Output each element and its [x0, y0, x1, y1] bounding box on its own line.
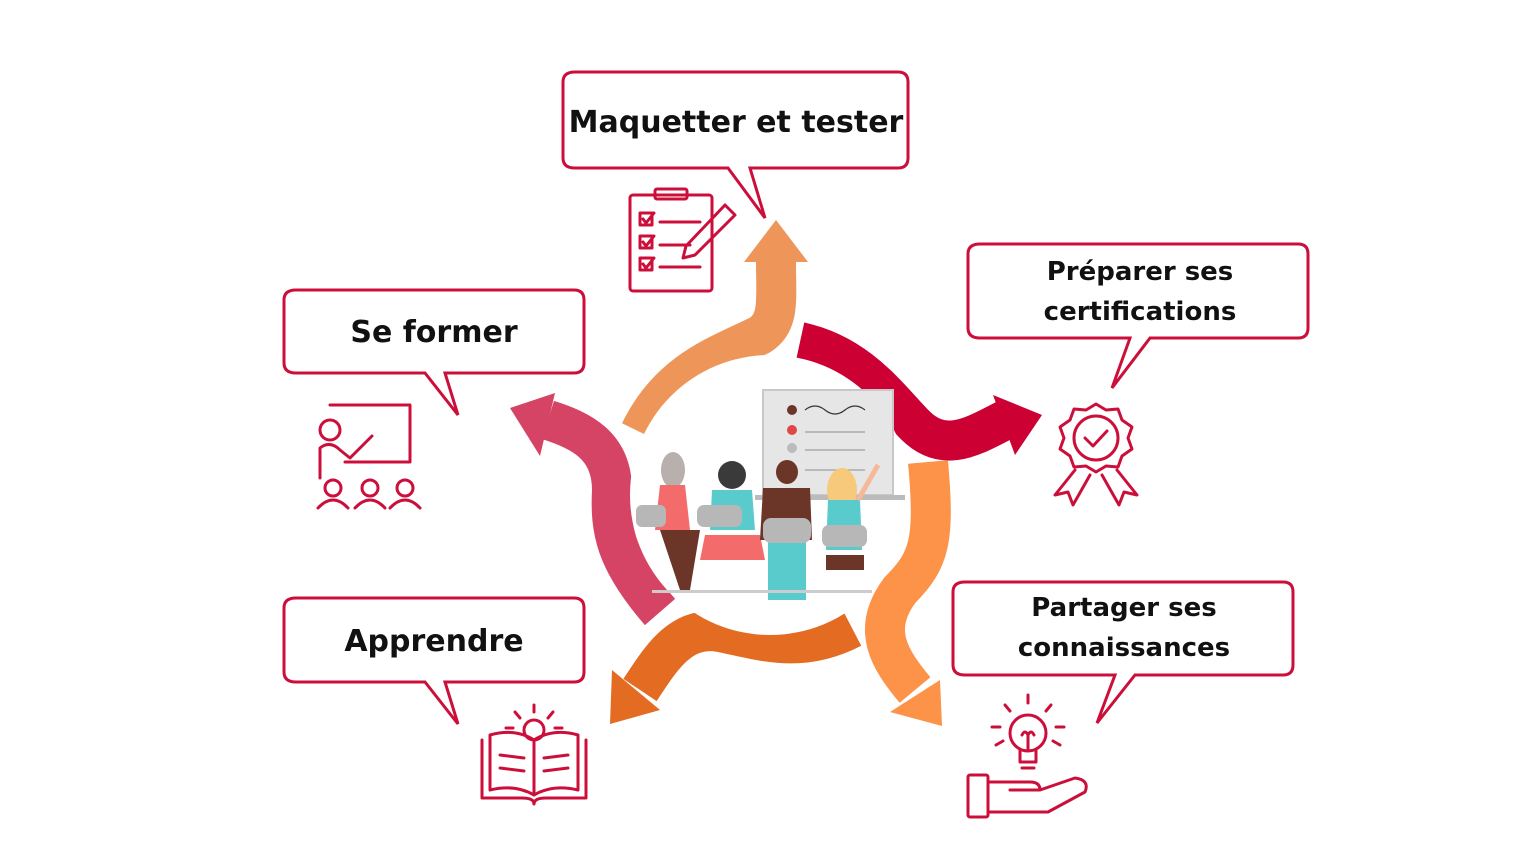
step-label: Maquetter et tester	[569, 105, 904, 140]
award-ribbon-icon	[1053, 402, 1139, 507]
speech-bubble	[282, 288, 586, 416]
step-label: Se former	[350, 315, 517, 350]
step-se-former: Se former	[282, 288, 586, 510]
speech-bubble	[282, 596, 586, 725]
step-apprendre: Apprendre	[282, 596, 588, 806]
arrow-left	[541, 400, 676, 626]
step-label: Apprendre	[344, 624, 523, 659]
arrow-bottom-head	[610, 670, 660, 724]
step-label-line1: Partager ses	[1031, 593, 1216, 623]
step-label-line2: connaissances	[1018, 633, 1230, 663]
arrow-right	[795, 322, 1014, 461]
arrow-top	[622, 261, 797, 442]
lightbulb-hand-icon	[966, 693, 1088, 819]
arrow-right-head	[993, 395, 1042, 455]
cycle-arrows	[510, 220, 1042, 726]
speech-bubble	[561, 70, 910, 219]
arrow-top-head	[744, 220, 808, 262]
open-book-lightbulb-icon	[480, 703, 588, 806]
step-preparer-certifications: Préparer ses certifications	[966, 242, 1310, 507]
step-label-line2: certifications	[1044, 297, 1237, 327]
classroom-illustration	[630, 355, 910, 635]
arrow-bottom	[623, 609, 862, 702]
arrow-bottom-right-head	[890, 680, 942, 726]
speech-bubble	[951, 580, 1295, 724]
speech-bubble	[966, 242, 1310, 389]
arrow-bottom-right	[865, 460, 951, 703]
step-label-line1: Préparer ses	[1047, 257, 1234, 287]
step-maquetter-et-tester: Maquetter et tester	[561, 70, 910, 293]
teacher-classroom-icon	[316, 403, 422, 510]
checklist-pencil-icon	[628, 187, 737, 293]
step-partager-connaissances: Partager ses connaissances	[951, 580, 1295, 819]
arrow-left-head	[510, 393, 555, 456]
